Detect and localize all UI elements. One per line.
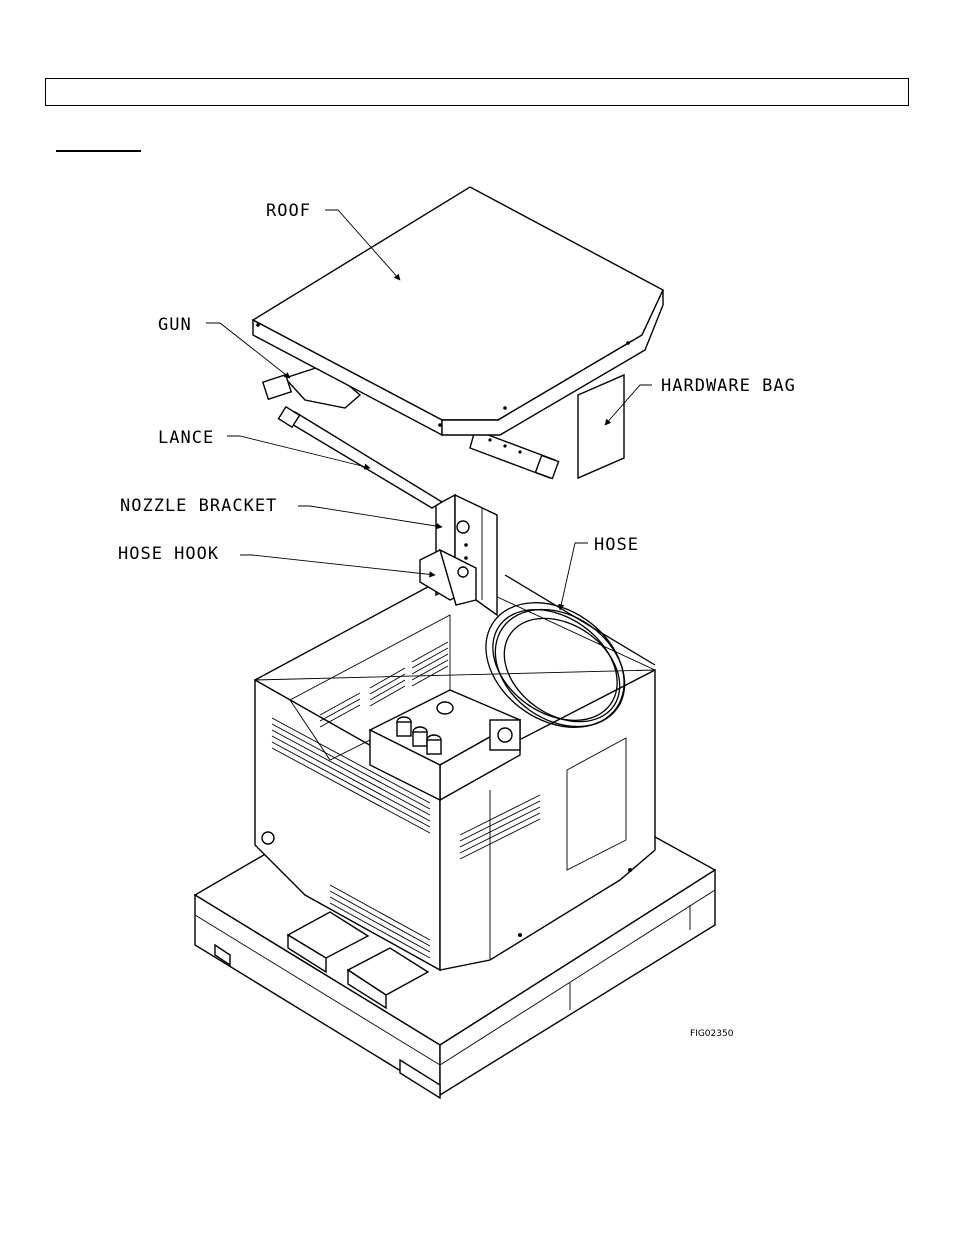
label-gun: GUN — [158, 315, 192, 335]
header-box — [45, 78, 909, 106]
figure-id: FIG02350 — [690, 1029, 734, 1039]
front-right-vents — [459, 794, 541, 860]
lance — [277, 405, 444, 509]
leader-lines — [206, 209, 652, 611]
label-nozzle-bracket: NOZZLE BRACKET — [120, 496, 277, 516]
gun — [261, 364, 560, 480]
back-vents — [319, 641, 449, 728]
subheading-underline — [56, 150, 141, 152]
pump-assembly — [368, 689, 522, 802]
front-left-vents — [271, 717, 431, 959]
cabinet — [254, 574, 656, 972]
label-lance: LANCE — [158, 428, 214, 448]
nozzle-bracket-assembly — [419, 493, 498, 617]
label-hose: HOSE — [594, 535, 639, 555]
roof — [251, 186, 664, 437]
hose-coil — [485, 602, 626, 728]
label-roof: ROOF — [266, 201, 311, 221]
label-hose-hook: HOSE HOOK — [118, 544, 219, 564]
label-hardware-bag: HARDWARE BAG — [661, 376, 796, 396]
hardware-bag — [577, 373, 625, 480]
